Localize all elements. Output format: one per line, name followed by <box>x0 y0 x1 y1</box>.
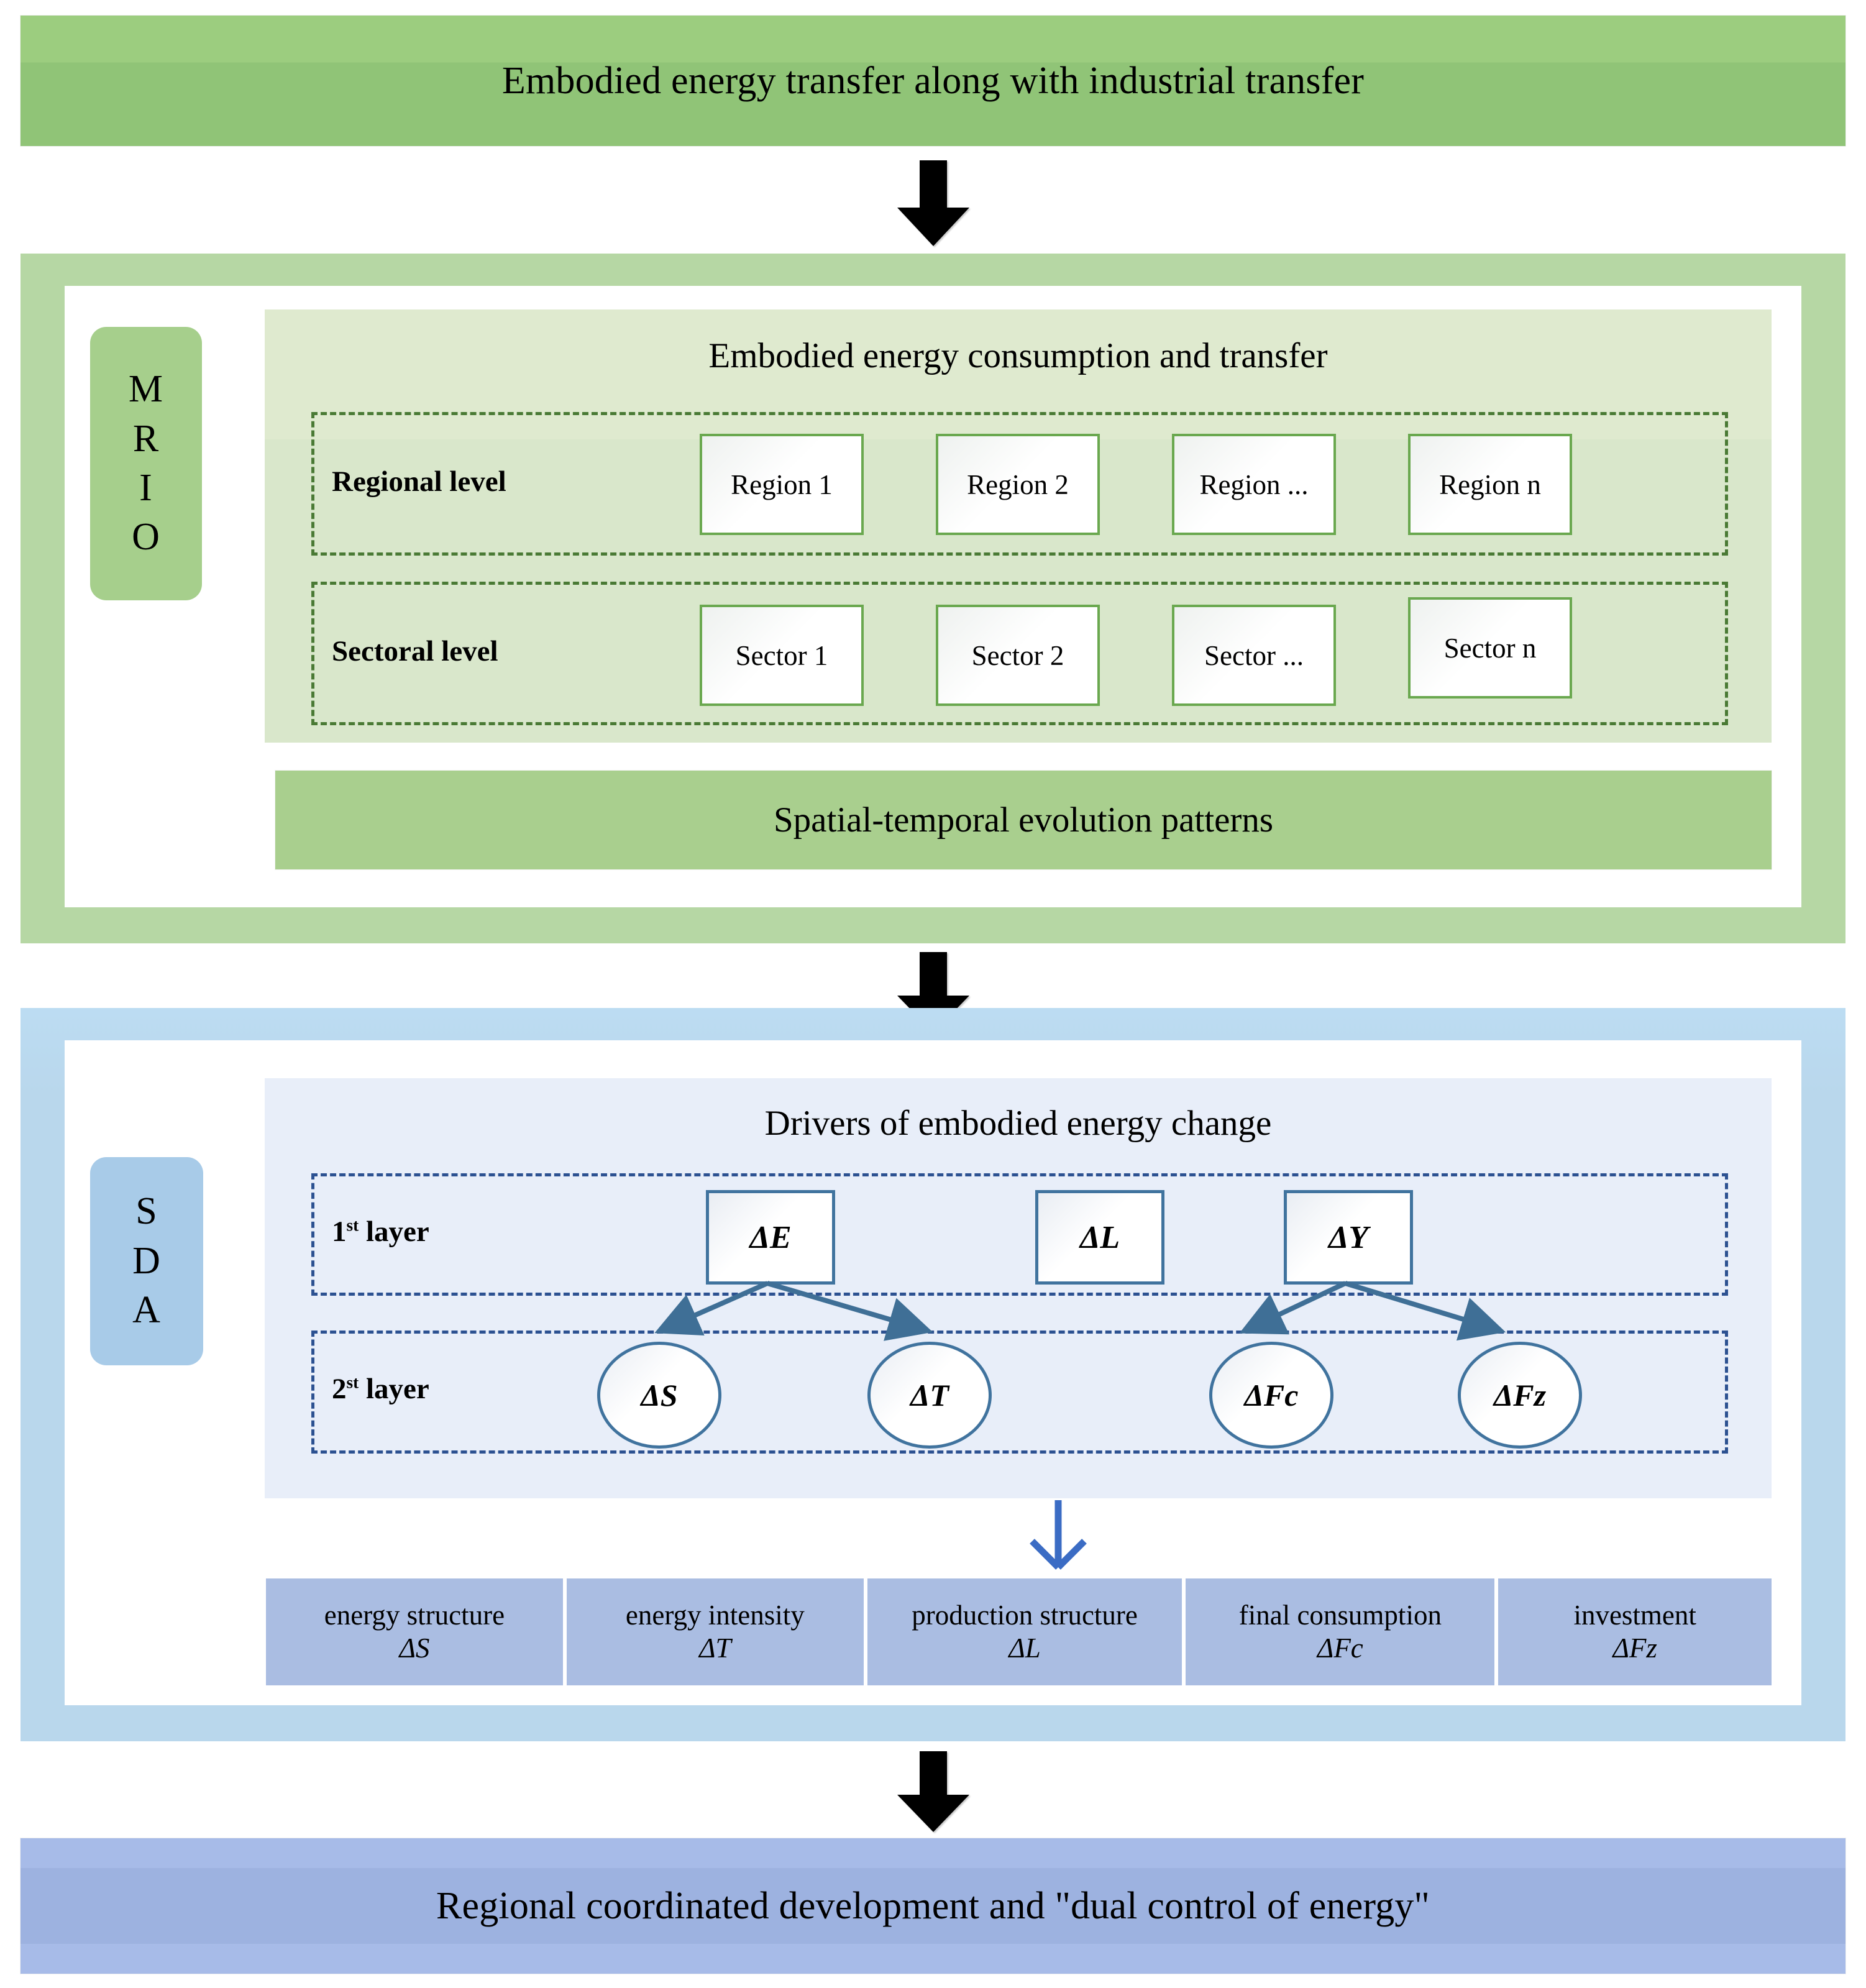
mrio-item-region-1[interactable]: Region 1 <box>700 434 864 535</box>
bottom-banner: Regional coordinated development and "du… <box>21 1838 1845 1974</box>
mrio-item-sector-ellipsis[interactable]: Sector ... <box>1172 605 1336 706</box>
mrio-footer-bar: Spatial-temporal evolution patterns <box>275 771 1772 869</box>
mrio-row-sectoral: Sectoral level Sector 1 Sector 2 Sector … <box>311 582 1728 725</box>
mrio-letter-r: R <box>132 417 160 460</box>
sda-node-delta-t[interactable]: ΔT <box>867 1342 992 1449</box>
driver-production-structure[interactable]: production structure ΔL <box>867 1578 1182 1685</box>
sda-row-layer2-label: 2st layer <box>332 1373 429 1405</box>
mrio-letter-m: M <box>128 368 164 411</box>
sda-node-delta-e[interactable]: ΔE <box>706 1190 835 1285</box>
arrow-down-blue <box>1030 1500 1087 1570</box>
sda-panel-title: Drivers of embodied energy change <box>764 1104 1272 1143</box>
sda-letter-s: S <box>135 1190 158 1233</box>
mrio-item-sector-2[interactable]: Sector 2 <box>936 605 1100 706</box>
sda-node-delta-l[interactable]: ΔL <box>1035 1190 1164 1285</box>
mrio-panel-title: Embodied energy consumption and transfer <box>708 336 1328 375</box>
arrow-sda-to-bottom <box>890 1751 977 1833</box>
sda-letter-d: D <box>132 1239 161 1282</box>
sda-node-delta-fz[interactable]: ΔFz <box>1458 1342 1582 1449</box>
sda-letter-a: A <box>132 1289 161 1332</box>
mrio-vertical-tab: M R I O <box>90 327 202 600</box>
sda-node-delta-s[interactable]: ΔS <box>597 1342 721 1449</box>
mrio-item-sector-n[interactable]: Sector n <box>1408 597 1572 699</box>
mrio-footer-bar-text: Spatial-temporal evolution patterns <box>773 800 1274 840</box>
mrio-item-region-ellipsis[interactable]: Region ... <box>1172 434 1336 535</box>
sda-section: S D A Drivers of embodied energy change … <box>21 1008 1845 1741</box>
mrio-row-regional: Regional level Region 1 Region 2 Region … <box>311 412 1728 556</box>
sda-row-layer1: 1st layer ΔE ΔL ΔY <box>311 1173 1728 1296</box>
sda-vertical-tab: S D A <box>90 1157 203 1365</box>
mrio-item-region-2[interactable]: Region 2 <box>936 434 1100 535</box>
sda-node-delta-fc[interactable]: ΔFc <box>1209 1342 1333 1449</box>
mrio-row-sectoral-label: Sectoral level <box>332 635 498 667</box>
mrio-row-regional-label: Regional level <box>332 465 506 498</box>
sda-node-delta-y[interactable]: ΔY <box>1284 1190 1413 1285</box>
mrio-section: M R I O Embodied energy consumption and … <box>21 254 1845 943</box>
driver-investment[interactable]: investment ΔFz <box>1498 1578 1772 1685</box>
sda-row-layer2: 2st layer ΔS ΔT ΔFc ΔFz <box>311 1331 1728 1454</box>
sda-driver-row: energy structure ΔS energy intensity ΔT … <box>266 1578 1772 1685</box>
top-banner: Embodied energy transfer along with indu… <box>21 16 1845 146</box>
top-banner-text: Embodied energy transfer along with indu… <box>501 59 1365 102</box>
mrio-content-panel: Embodied energy consumption and transfer… <box>265 309 1772 743</box>
sda-row-layer1-label: 1st layer <box>332 1216 429 1248</box>
arrow-top-to-mrio <box>890 160 977 247</box>
mrio-letter-i: I <box>139 467 153 509</box>
mrio-item-sector-1[interactable]: Sector 1 <box>700 605 864 706</box>
sda-content-panel: Drivers of embodied energy change 1st la… <box>265 1078 1772 1498</box>
mrio-item-region-n[interactable]: Region n <box>1408 434 1572 535</box>
driver-energy-structure[interactable]: energy structure ΔS <box>266 1578 563 1685</box>
driver-final-consumption[interactable]: final consumption ΔFc <box>1186 1578 1495 1685</box>
bottom-banner-text: Regional coordinated development and "du… <box>436 1884 1430 1927</box>
mrio-letter-o: O <box>132 516 160 559</box>
driver-energy-intensity[interactable]: energy intensity ΔT <box>566 1578 864 1685</box>
